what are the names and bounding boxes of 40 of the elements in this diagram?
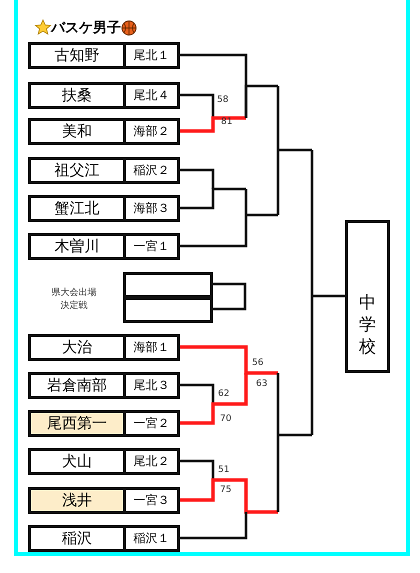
team-name: 浅井 — [31, 490, 126, 511]
winner-box — [345, 220, 390, 373]
team-slot — [28, 195, 180, 222]
empty-slot-box — [123, 272, 213, 298]
team-slot — [28, 157, 180, 184]
score-label: 63 — [256, 379, 268, 389]
seed-label: 尾北４ — [132, 87, 170, 104]
team-slot — [28, 82, 180, 109]
team-slot — [28, 334, 180, 361]
seed-label: 稲沢１ — [132, 530, 170, 547]
title: バスケ男子 — [51, 19, 121, 37]
seed-label: 尾北１ — [132, 47, 170, 64]
seed-label: 海部３ — [132, 200, 170, 217]
team-slot — [28, 42, 180, 69]
score-label: 75 — [220, 485, 232, 495]
score-label: 62 — [218, 389, 230, 399]
team-slot — [28, 118, 180, 145]
seed-label: 海部１ — [132, 339, 170, 356]
note-text: 県大会出場決定戦 — [50, 287, 98, 313]
seed-label: 尾北２ — [132, 453, 170, 470]
team-slot — [28, 410, 180, 437]
seed-label: 海部２ — [132, 123, 170, 140]
team-slot — [28, 448, 180, 475]
seed-label: 一宮２ — [132, 415, 170, 432]
team-slot — [28, 233, 180, 260]
team-name: 尾西第一 — [31, 413, 126, 434]
school-name: 中学校 — [358, 292, 376, 358]
score-label: 81 — [221, 117, 232, 127]
empty-slot-box — [123, 297, 213, 323]
seed-label: 稲沢２ — [132, 162, 170, 179]
team-slot — [28, 487, 180, 514]
score-label: 56 — [252, 358, 264, 368]
seed-label: 一宮３ — [132, 492, 170, 509]
score-label: 51 — [218, 465, 230, 475]
seed-label: 尾北３ — [132, 377, 170, 394]
team-slot — [28, 525, 180, 552]
team-slot — [28, 372, 180, 399]
score-label: 70 — [220, 414, 232, 424]
score-label: 58 — [217, 95, 228, 105]
seed-label: 一宮１ — [132, 238, 170, 255]
